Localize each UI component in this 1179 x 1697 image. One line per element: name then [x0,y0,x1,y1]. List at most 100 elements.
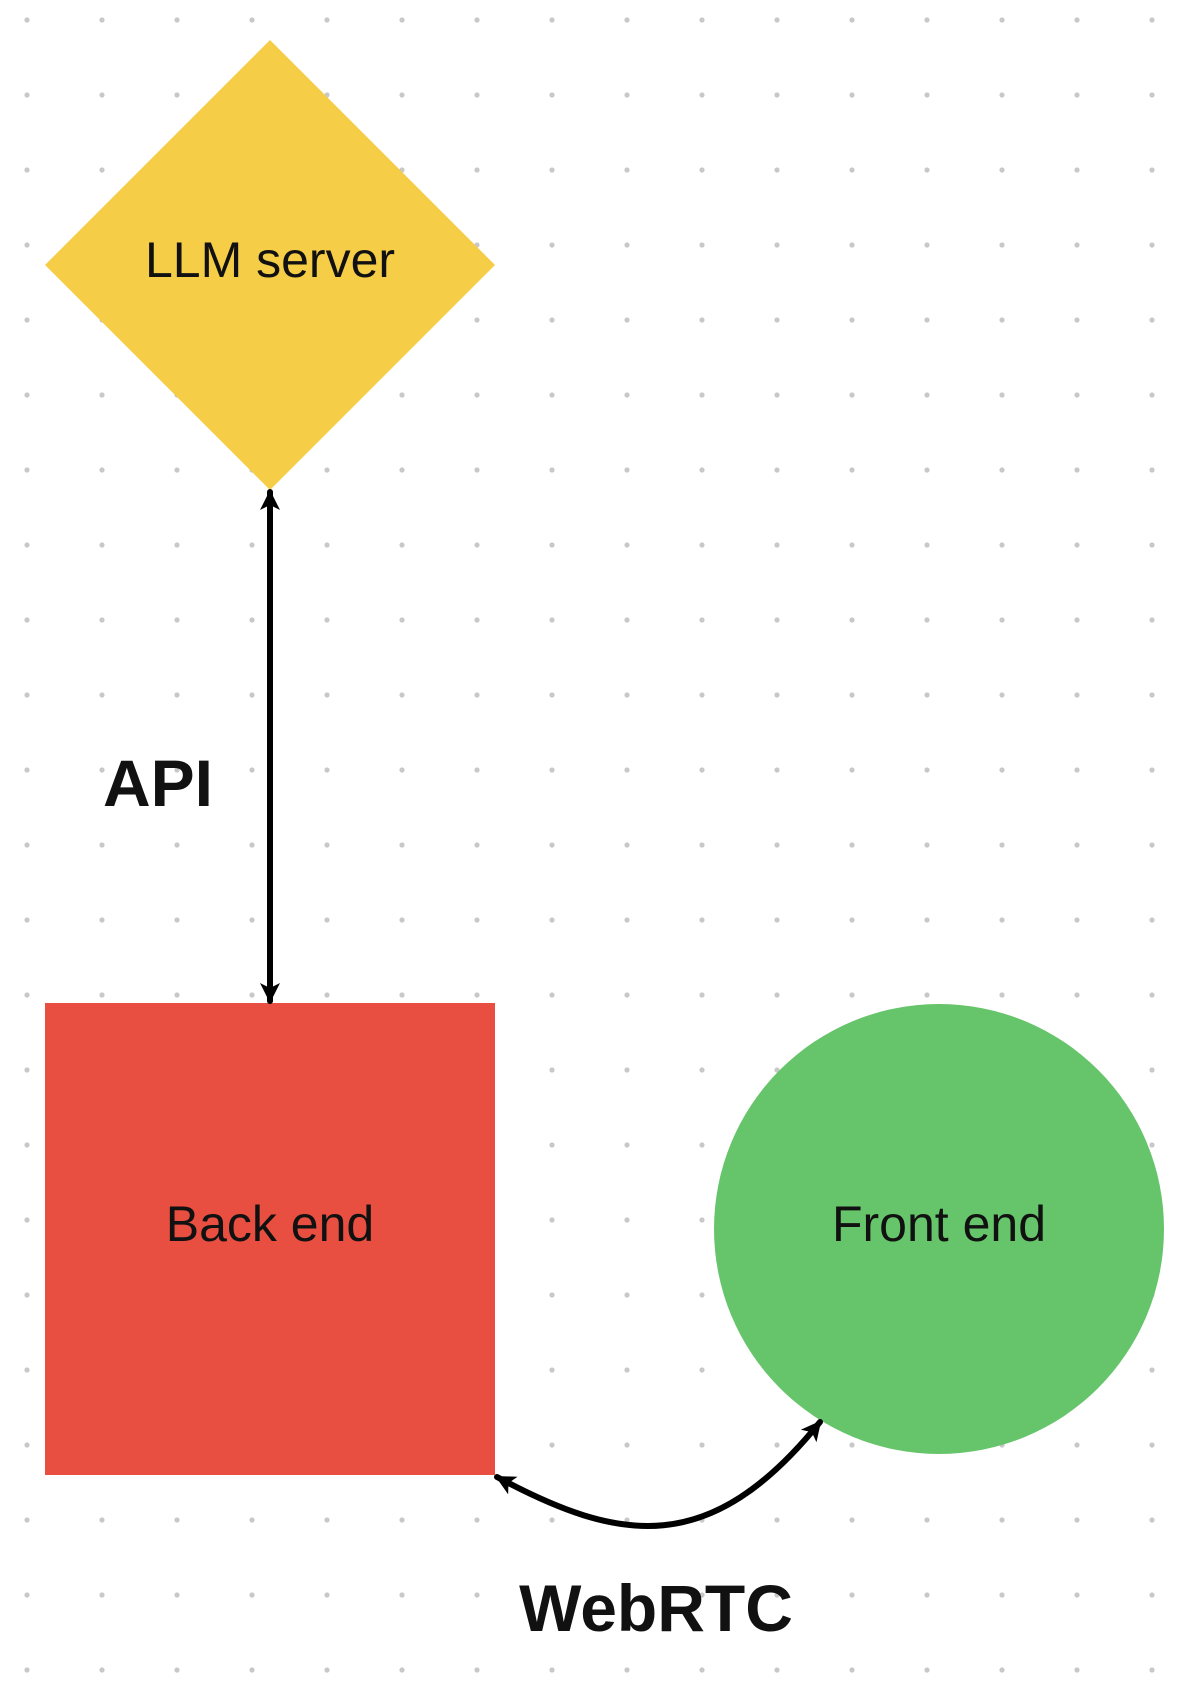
grid-dot [924,1517,930,1523]
webrtc-edge-label: WebRTC [519,1571,793,1645]
grid-dot [699,1592,705,1598]
grid-dot [849,1592,855,1598]
grid-dot [1074,842,1080,848]
grid-dot [549,392,555,398]
grid-dot [699,842,705,848]
grid-dot [849,542,855,548]
grid-dot [849,17,855,23]
grid-dot [549,1667,555,1673]
webrtc-arrow-curve [494,1419,823,1529]
grid-dot [99,467,105,473]
grid-dot [999,317,1005,323]
grid-dot [549,1292,555,1298]
grid-dot [474,692,480,698]
grid-dot [624,1442,630,1448]
grid-dot [699,1292,705,1298]
grid-dot [249,692,255,698]
grid-dot [24,1217,30,1223]
grid-dot [699,692,705,698]
grid-dot [924,542,930,548]
grid-dot [1074,392,1080,398]
grid-dot [24,842,30,848]
webrtc-connector[interactable]: WebRTC [494,1419,823,1645]
grid-dot [849,692,855,698]
grid-dot [774,1442,780,1448]
grid-dot [549,992,555,998]
grid-dot [474,317,480,323]
grid-dot [24,917,30,923]
api-edge-label: API [103,746,213,820]
llm-server-node[interactable]: LLM server [45,40,495,490]
grid-dot [174,17,180,23]
grid-dot [774,317,780,323]
grid-dot [699,1142,705,1148]
grid-dot [624,917,630,923]
grid-dot [774,392,780,398]
grid-dot [849,1667,855,1673]
grid-dot [474,92,480,98]
front-end-label: Front end [832,1196,1046,1252]
grid-dot [999,242,1005,248]
grid-dot [1149,242,1155,248]
grid-dot [399,1667,405,1673]
grid-dot [774,467,780,473]
grid-dot [924,992,930,998]
grid-dot [474,17,480,23]
grid-dot [324,17,330,23]
grid-dot [249,917,255,923]
grid-dot [399,392,405,398]
grid-dot [99,1517,105,1523]
grid-dot [99,692,105,698]
grid-dot [249,992,255,998]
grid-dot [624,467,630,473]
grid-dot [1149,617,1155,623]
grid-dot [24,1067,30,1073]
grid-dot [24,1592,30,1598]
grid-dot [1149,1142,1155,1148]
grid-dot [24,1367,30,1373]
grid-dot [399,617,405,623]
grid-dot [1149,1067,1155,1073]
grid-dot [1074,917,1080,923]
grid-dot [24,1142,30,1148]
grid-dot [24,1667,30,1673]
grid-dot [999,767,1005,773]
api-connector[interactable]: API [103,489,280,1004]
grid-dot [474,617,480,623]
grid-dot [249,767,255,773]
grid-dot [324,767,330,773]
back-end-node[interactable]: Back end [45,1003,495,1475]
grid-dot [924,1667,930,1673]
grid-dot [774,542,780,548]
grid-dot [924,467,930,473]
grid-dot [99,767,105,773]
grid-dot [924,617,930,623]
grid-dot [174,1667,180,1673]
grid-dot [1149,167,1155,173]
grid-dot [924,392,930,398]
grid-dot [924,317,930,323]
grid-dot [1074,467,1080,473]
grid-dot [474,1667,480,1673]
grid-dot [624,617,630,623]
grid-dot [624,542,630,548]
grid-dot [999,1592,1005,1598]
grid-dot [549,167,555,173]
grid-dot [699,467,705,473]
grid-dot [399,692,405,698]
grid-dot [474,542,480,548]
grid-dot [774,917,780,923]
grid-dot [24,317,30,323]
grid-dot [174,92,180,98]
grid-dot [699,1367,705,1373]
grid-dot [1149,1367,1155,1373]
grid-dot [849,1517,855,1523]
grid-dot [999,1517,1005,1523]
grid-dot [549,317,555,323]
grid-dot [1074,1592,1080,1598]
grid-dot [624,1592,630,1598]
grid-dot [1149,317,1155,323]
grid-dot [1149,1592,1155,1598]
front-end-node[interactable]: Front end [714,1004,1164,1454]
grid-dot [474,917,480,923]
